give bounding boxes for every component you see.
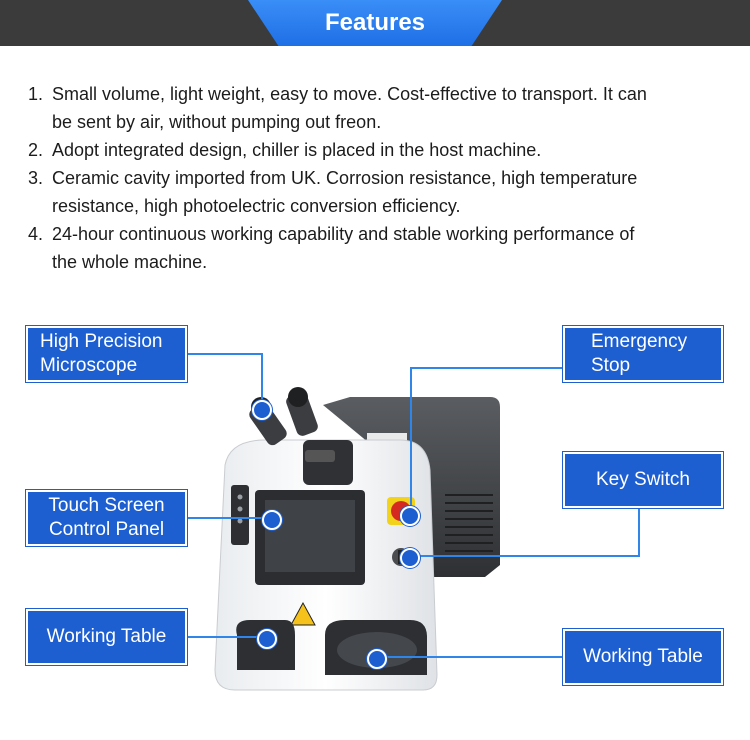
connector-microscope-v xyxy=(261,353,263,408)
callout-emergency-stop: Emergency Stop xyxy=(562,325,724,383)
connector-emergency xyxy=(410,367,562,369)
connector-emergency-v xyxy=(410,367,412,512)
laser-warning-icon xyxy=(290,601,316,626)
rear-cabinet xyxy=(323,397,500,577)
connector-working-table-left xyxy=(186,636,266,638)
feature-item: 1. Small volume, light weight, easy to m… xyxy=(28,84,647,132)
feature-item: 3. Ceramic cavity imported from UK. Corr… xyxy=(28,168,638,216)
feature-list: 1. Small volume, light weight, easy to m… xyxy=(28,80,728,276)
callout-key-switch: Key Switch xyxy=(562,451,724,509)
connector-key-switch xyxy=(638,508,640,556)
indicator-panel xyxy=(231,485,249,545)
features-title: Features xyxy=(324,9,426,36)
laser-welding-machine-image xyxy=(214,387,500,691)
marker-touch-screen xyxy=(262,510,282,530)
connector-key-switch-h xyxy=(410,555,640,557)
callout-working-table-left: Working Table xyxy=(25,608,188,666)
callout-touch-screen: Touch Screen Control Panel xyxy=(25,489,188,547)
connector-working-table-right xyxy=(376,656,562,658)
marker-key-switch xyxy=(400,548,420,568)
connector-touch-screen xyxy=(186,517,270,519)
feature-item: 4. 24-hour continuous working capability… xyxy=(28,224,635,272)
marker-emergency-stop xyxy=(400,506,420,526)
features-tab xyxy=(248,0,502,46)
connector-microscope xyxy=(187,353,262,355)
callout-microscope: High Precision Microscope xyxy=(25,325,188,383)
marker-working-table-right xyxy=(367,649,387,669)
feature-item: 2. Adopt integrated design, chiller is p… xyxy=(28,140,542,160)
marker-working-table-left xyxy=(257,629,277,649)
callout-working-table-right: Working Table xyxy=(562,628,724,686)
marker-microscope xyxy=(252,400,272,420)
side-vents-icon xyxy=(445,494,493,552)
